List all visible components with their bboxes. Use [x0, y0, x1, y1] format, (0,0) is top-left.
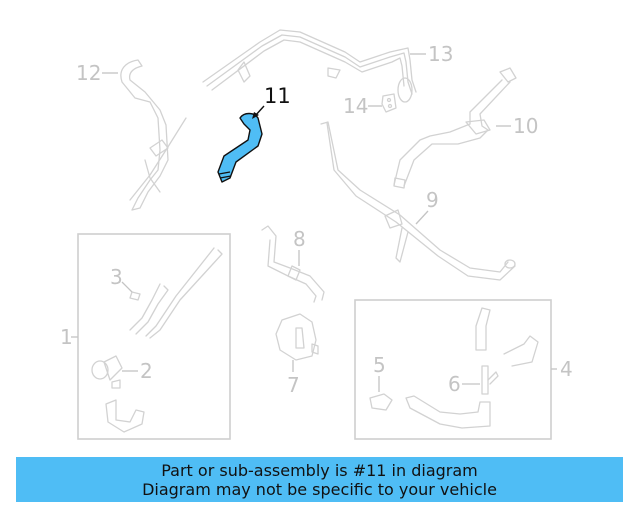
part-9-pipe[interactable]: [320, 121, 516, 281]
part-8-hose[interactable]: [261, 225, 325, 303]
callout-4[interactable]: 4: [560, 357, 573, 381]
callout-7[interactable]: 7: [287, 373, 300, 397]
callout-11[interactable]: 11: [264, 84, 291, 108]
callout-3-arrow: [121, 281, 133, 293]
callout-3[interactable]: 3: [110, 265, 123, 289]
callout-5[interactable]: 5: [373, 353, 386, 377]
callout-12[interactable]: 12: [76, 61, 101, 85]
callout-2[interactable]: 2: [140, 359, 153, 383]
part-12-hose[interactable]: [120, 59, 187, 211]
part-13-pipe[interactable]: [202, 29, 417, 103]
part-6-tee[interactable]: [481, 365, 499, 395]
callout-11-arrowhead: [252, 112, 259, 119]
part-14-bracket[interactable]: [381, 93, 397, 113]
part-3-clip[interactable]: [129, 291, 141, 301]
part-2-fitting[interactable]: [91, 355, 123, 389]
part-1-pipes[interactable]: [129, 247, 223, 339]
banner-line-1: Part or sub-assembly is #11 in diagram: [161, 460, 478, 480]
part-10-hose[interactable]: [393, 67, 517, 189]
part-5-fitting[interactable]: [369, 393, 393, 411]
part-4-hoses[interactable]: [405, 307, 539, 429]
callout-6[interactable]: 6: [448, 372, 461, 396]
callout-9-arrow: [415, 210, 429, 225]
callout-9[interactable]: 9: [426, 188, 439, 212]
callout-10[interactable]: 10: [513, 114, 538, 138]
part-11-hose-highlighted[interactable]: [217, 112, 263, 183]
callout-13[interactable]: 13: [428, 42, 453, 66]
callout-1[interactable]: 1: [60, 325, 73, 349]
callout-14[interactable]: 14: [343, 94, 368, 118]
callout-8[interactable]: 8: [293, 227, 306, 251]
info-banner: Part or sub-assembly is #11 in diagram D…: [16, 457, 623, 502]
assembly-1-box: [77, 233, 231, 440]
part-1-hose[interactable]: [105, 399, 145, 433]
part-7-water-pump[interactable]: [275, 313, 319, 361]
banner-line-2: Diagram may not be specific to your vehi…: [142, 479, 497, 499]
